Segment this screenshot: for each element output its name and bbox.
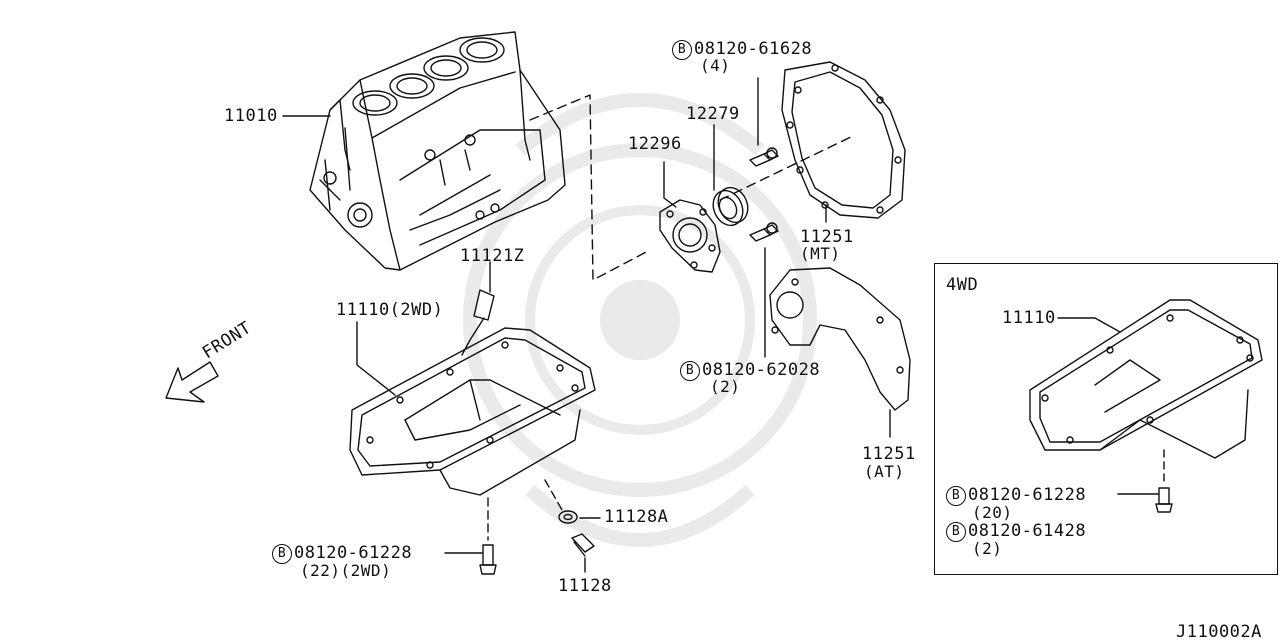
label-rear-oil-seal-retainer[interactable]: 12296 bbox=[628, 134, 682, 154]
bolt-b-symbol-icon: B bbox=[946, 522, 966, 542]
bolt-b-symbol-icon: B bbox=[680, 361, 700, 381]
label-drain-washer[interactable]: 11128A bbox=[604, 507, 669, 527]
bolt-code: 08120-61628 bbox=[694, 39, 813, 59]
inset-4wd-panel bbox=[934, 263, 1278, 575]
drain-plug-part bbox=[571, 533, 595, 557]
oil-pan-2wd-part bbox=[349, 327, 596, 496]
cylinder-block-part bbox=[309, 31, 566, 271]
oil-level-gauge-part bbox=[461, 289, 495, 356]
label-oil-pan-2wd[interactable]: 11110(2WD) bbox=[336, 300, 444, 320]
label-cylinder-block[interactable]: 11010 bbox=[224, 106, 278, 126]
label-bolt-08120-61228-2wd-qty: (22)(2WD) bbox=[300, 561, 392, 580]
bolt-08120-61628-part bbox=[749, 147, 779, 167]
bolt-08120-62028-part bbox=[749, 222, 779, 242]
drain-plug-washer-part bbox=[558, 510, 578, 524]
bolt-code: 08120-61428 bbox=[968, 521, 1087, 541]
label-bolt-08120-61228-4wd-qty: (20) bbox=[972, 503, 1013, 522]
rear-oil-seal-part bbox=[712, 186, 749, 227]
bolt-code: 08120-62028 bbox=[702, 360, 821, 380]
bolt-b-symbol-icon: B bbox=[272, 544, 292, 564]
diagram-reference-code: J110002A bbox=[1176, 622, 1262, 642]
front-direction-arrow bbox=[165, 361, 219, 403]
oil-pan-4wd-part bbox=[1029, 299, 1263, 459]
label-rear-plate-mt-variant: (MT) bbox=[800, 244, 841, 263]
label-bolt-08120-61628-qty: (4) bbox=[700, 56, 731, 75]
label-rear-plate-mt[interactable]: 11251 bbox=[800, 227, 854, 247]
rear-plate-at-part bbox=[769, 267, 911, 411]
label-bolt-08120-61428-4wd-qty: (2) bbox=[972, 539, 1003, 558]
label-bolt-08120-62028-qty: (2) bbox=[710, 377, 741, 396]
label-oil-level-gauge[interactable]: 11121Z bbox=[460, 246, 525, 266]
bolt-code: 08120-61228 bbox=[294, 543, 413, 563]
bolt-08120-61228-4wd-part bbox=[1155, 487, 1173, 513]
watermark-logo bbox=[463, 93, 817, 547]
label-rear-plate-at[interactable]: 11251 bbox=[862, 444, 916, 464]
label-rear-oil-seal[interactable]: 12279 bbox=[686, 104, 740, 124]
bolt-code: 08120-61228 bbox=[968, 485, 1087, 505]
label-rear-plate-at-variant: (AT) bbox=[864, 462, 905, 481]
bolt-b-symbol-icon: B bbox=[672, 40, 692, 60]
bolt-b-symbol-icon: B bbox=[946, 486, 966, 506]
rear-oil-seal-retainer-part bbox=[659, 199, 721, 273]
rear-plate-mt-part bbox=[781, 61, 906, 219]
label-drain-plug[interactable]: 11128 bbox=[558, 576, 612, 596]
bolt-08120-61228-2wd-part bbox=[479, 544, 497, 575]
label-oil-pan-4wd[interactable]: 11110 bbox=[1002, 308, 1056, 328]
inset-title: 4WD bbox=[946, 275, 979, 295]
